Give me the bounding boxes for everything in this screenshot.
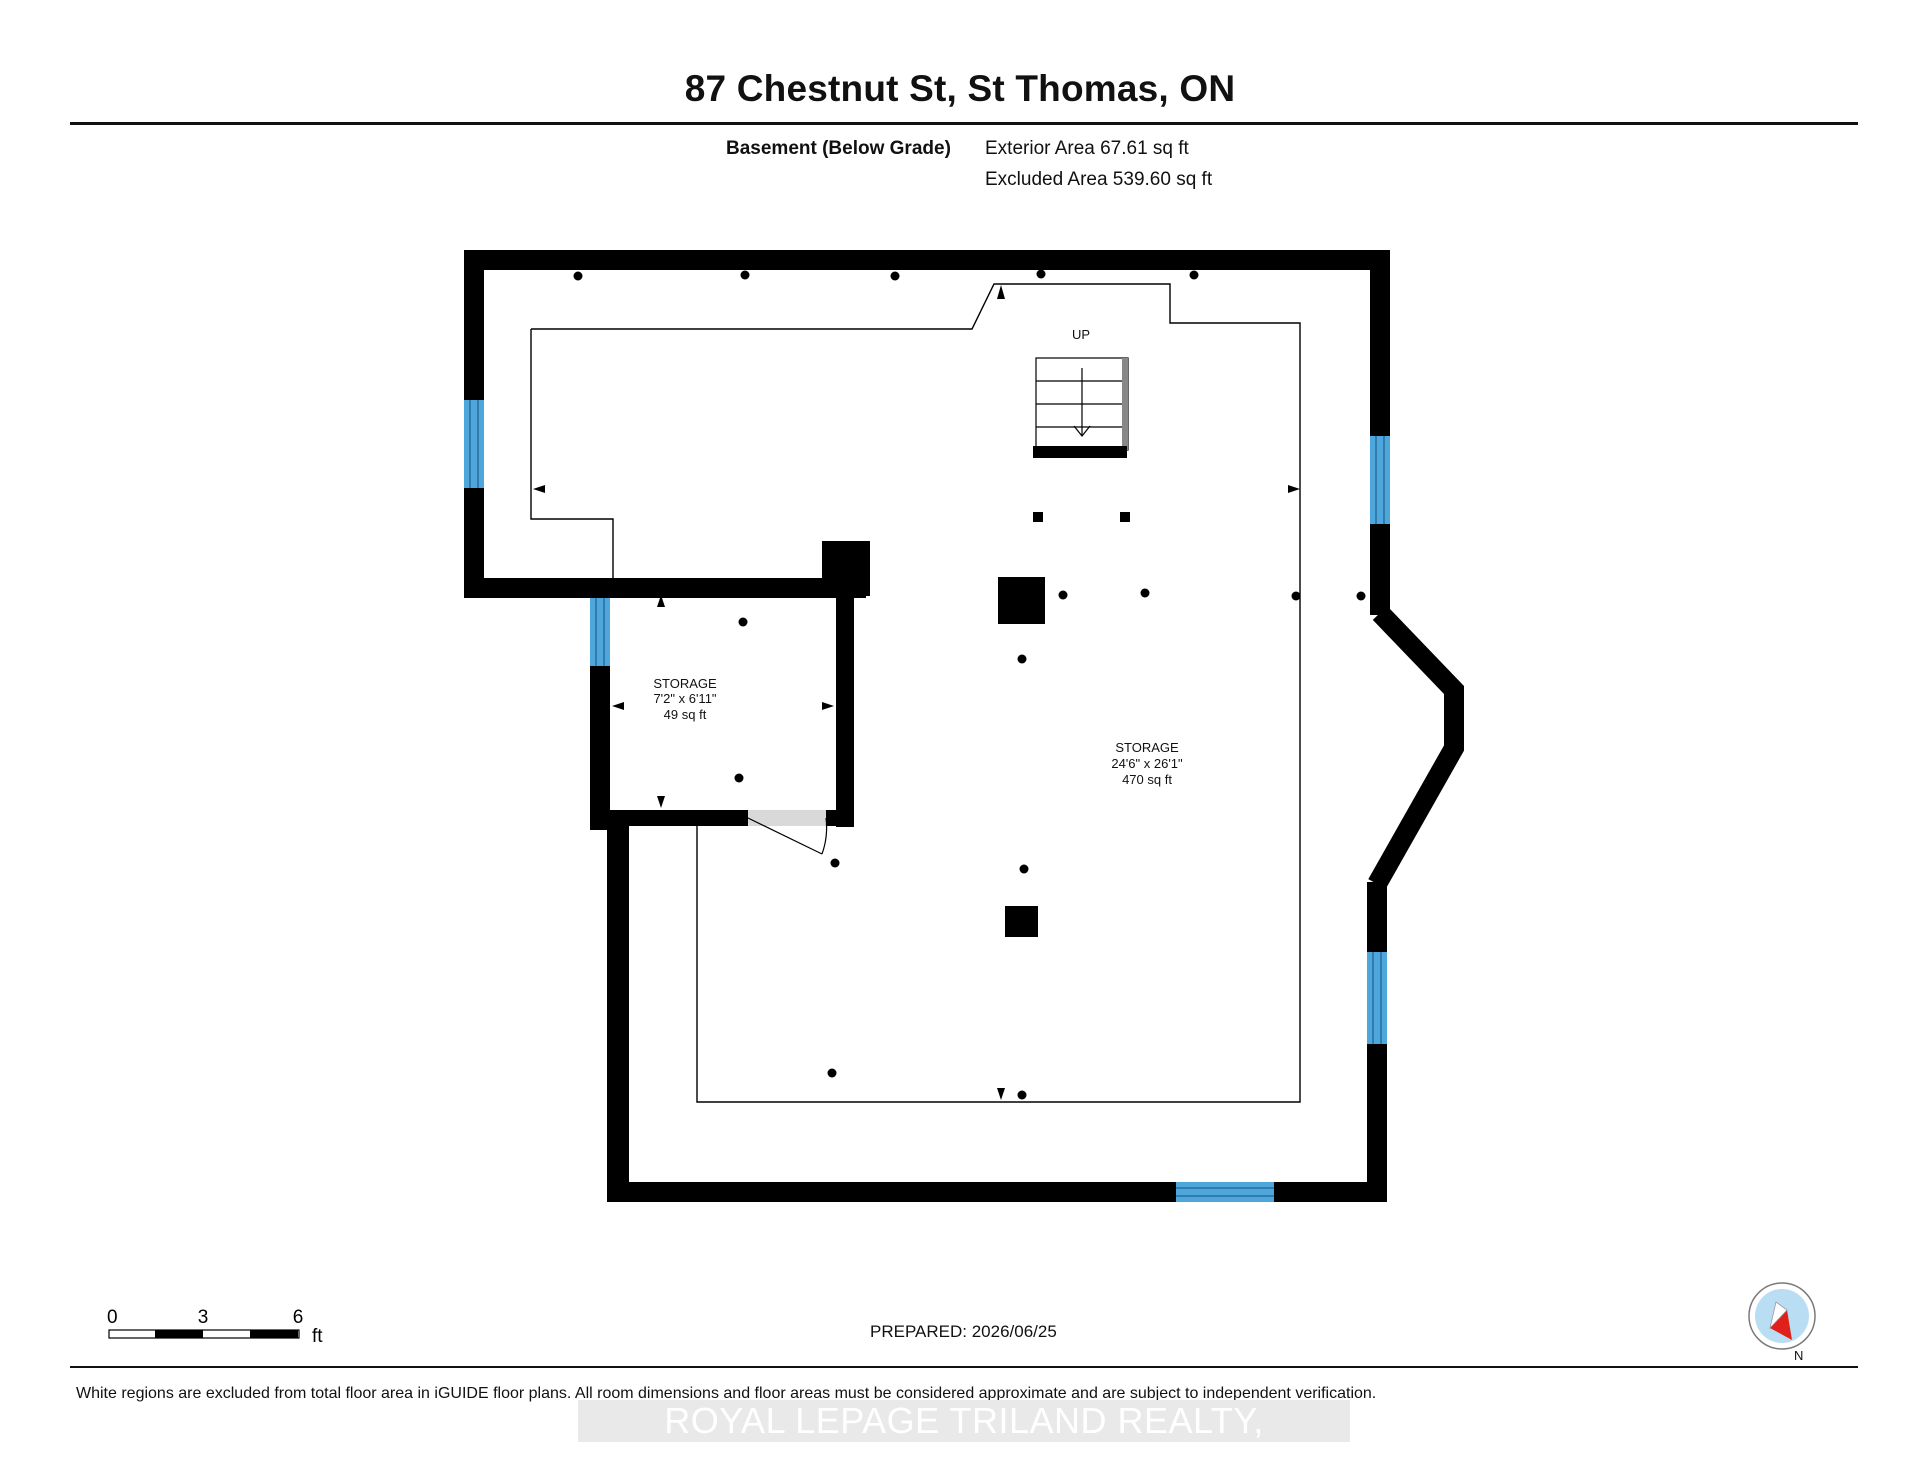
compass-north-label: N [1794,1348,1803,1362]
prepared-date: PREPARED: 2026/06/25 [870,1322,1057,1341]
room-area: 49 sq ft [664,707,707,722]
exterior-walls [464,250,1390,1202]
header-divider [70,122,1858,125]
wall-small-bottom [590,810,748,826]
measured-outline [531,283,1301,1103]
room-name: STORAGE [653,676,717,691]
compass-icon: N [1748,1282,1816,1362]
wall-small-bottom-stub [826,810,854,826]
wall-bay [1368,606,1464,889]
room-small-storage: STORAGE 7'2" x 6'11" 49 sq ft [653,676,717,722]
scale-tick-3: 3 [198,1307,209,1328]
door [747,810,828,855]
post-square [998,577,1045,624]
scale-unit: ft [312,1326,323,1347]
room-name: STORAGE [1115,740,1179,755]
scale-tick-0: 0 [107,1307,118,1328]
window-left-upper [464,400,484,488]
scale-tick-6: 6 [293,1307,304,1328]
wall-small-right [836,592,854,827]
point-markers [573,269,1366,1100]
window-right-upper [1370,436,1390,524]
windows [464,400,1390,1202]
window-right-lower [1367,952,1387,1044]
stairs [1033,357,1129,458]
measured-outline-left [530,329,614,578]
room-dimensions: 7'2" x 6'11" [653,691,716,706]
post-square [1005,906,1038,937]
post-small [1033,512,1043,522]
wall-mid-horizontal [464,578,866,598]
page-title: 87 Chestnut St, St Thomas, ON [684,68,1236,109]
column-block [822,541,870,596]
wall-left-lower [607,826,629,1202]
window-small-storage [590,598,610,666]
wall-right-upper [1370,250,1390,615]
room-main-storage: STORAGE 24'6" x 26'1" 470 sq ft [1111,740,1183,787]
footer-divider [70,1366,1858,1368]
room-dimensions: 24'6" x 26'1" [1111,756,1183,771]
dimension-arrows [533,285,1300,1100]
wall-top [464,250,1390,270]
disclaimer: White regions are excluded from total fl… [76,1385,1377,1402]
compass-needle [1770,1310,1792,1340]
scale-bar: 0 3 6 ft [107,1307,323,1347]
posts [998,512,1130,937]
stairs-label: UP [1072,327,1090,342]
post-small [1120,512,1130,522]
exterior-area: Exterior Area 67.61 sq ft [985,138,1189,159]
excluded-area: Excluded Area 539.60 sq ft [985,169,1213,190]
brokerage-watermark: ROYAL LEPAGE TRILAND REALTY, Brokerage [578,1400,1350,1483]
room-area: 470 sq ft [1122,772,1172,787]
window-bottom [1176,1182,1274,1202]
floor-label: Basement (Below Grade) [726,138,951,159]
